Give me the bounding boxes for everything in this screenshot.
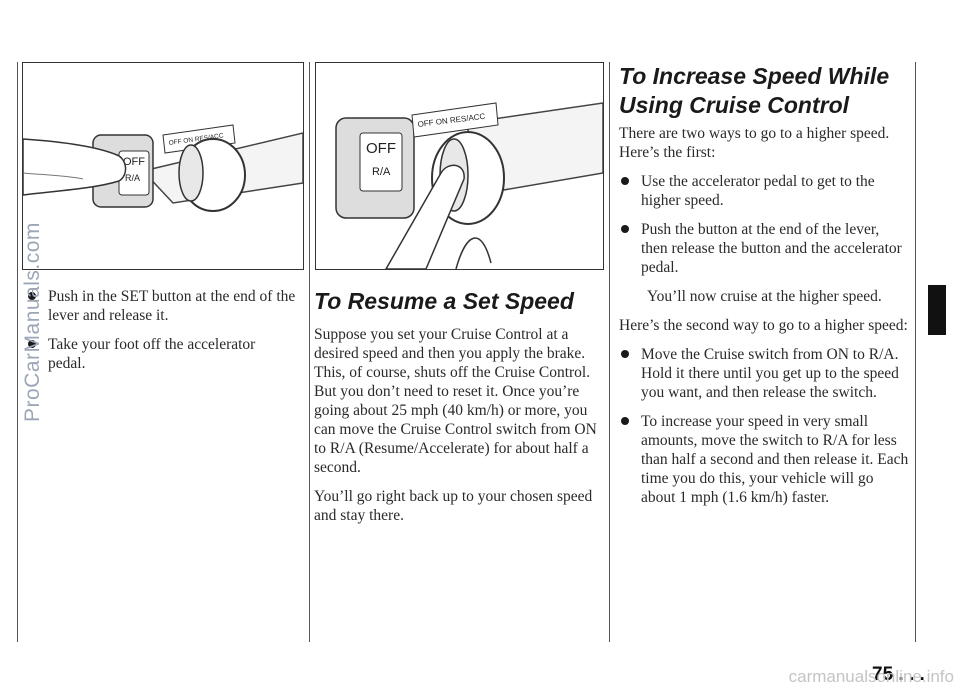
right-column-text: There are two ways to go to a higher spe… [619,124,909,517]
heading-resume-set-speed: To Resume a Set Speed [314,288,574,314]
right-bullet-list-first: Use the accelerator pedal to get to the … [619,172,909,277]
list-item: Push in the SET button at the end of the… [26,287,296,325]
paragraph: Suppose you set your Cruise Control at a… [314,326,597,476]
list-item: Push the button at the end of the lever,… [619,220,909,277]
figure-cruise-lever-resume: OFF R/A OFF ON RES/ACC [315,62,604,270]
lever-off-label: OFF [123,156,145,168]
paragraph: There are two ways to go to a higher spe… [619,125,890,161]
list-item: Use the accelerator pedal to get to the … [619,172,909,210]
watermark-carmanualsonline: carmanualsonline.info [788,667,954,686]
lever-off-label-2: OFF [366,140,396,157]
column-rule-right [609,62,610,642]
paragraph: Here’s the second way to go to a higher … [619,317,908,334]
column-rule-left [17,62,18,642]
list-item: To increase your speed in very small amo… [619,412,909,507]
column-rule-far-right [915,62,916,642]
list-item: Move the Cruise switch from ON to R/A. H… [619,345,909,402]
list-item: Take your foot off the accelerator pedal… [26,335,296,373]
left-column-text: Push in the SET button at the end of the… [26,287,296,383]
right-bullet-list-second: Move the Cruise switch from ON to R/A. H… [619,345,909,507]
lever-ra-label: R/A [125,173,140,183]
paragraph: You’ll now cruise at the higher speed. [647,288,882,305]
watermark-procarmanuals: ProCarManuals.com [21,222,44,422]
left-bullet-list: Push in the SET button at the end of the… [26,287,296,373]
paragraph: You’ll go right back up to your chosen s… [314,488,593,524]
lever-ra-label-2: R/A [372,166,391,178]
column-rule-middle [309,62,310,642]
section-tab-marker [928,285,946,335]
middle-column-text: Suppose you set your Cruise Control at a… [314,325,598,535]
page-number: 75 . . . [872,664,925,685]
figure-cruise-lever-set: OFF R/A OFF ON RES/ACC [22,62,304,270]
heading-increase-speed: To Increase Speed While Using Cruise Con… [619,63,890,118]
